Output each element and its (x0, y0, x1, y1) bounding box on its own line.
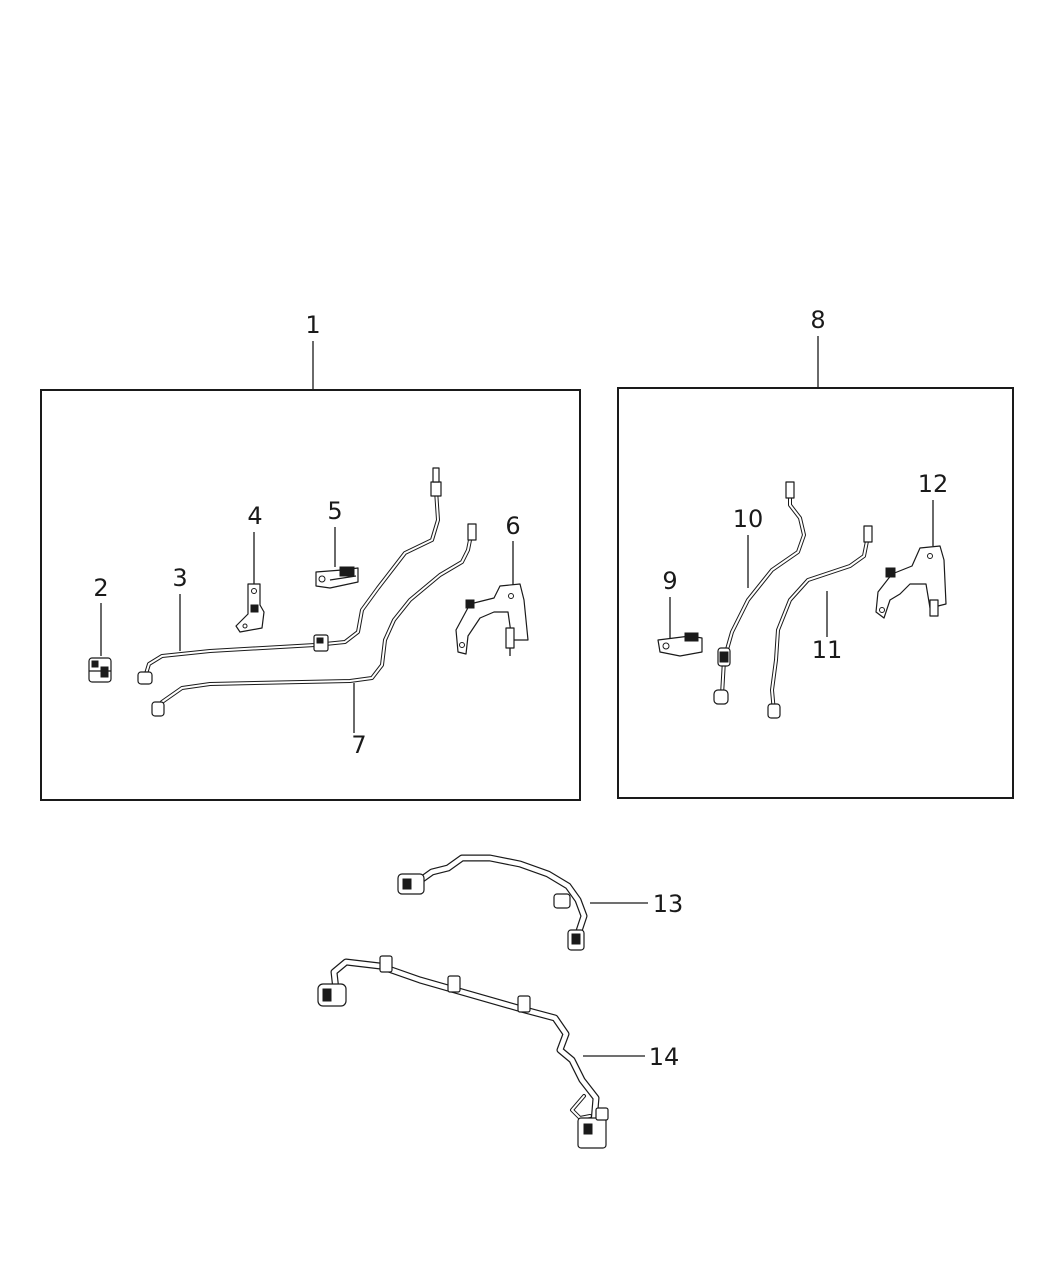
part-2-clip (88, 657, 112, 683)
callout-9: 9 (662, 567, 677, 595)
leader-lines (100, 336, 934, 1057)
callout-5: 5 (327, 497, 342, 525)
callout-10: 10 (733, 505, 764, 533)
callout-2: 2 (93, 574, 108, 602)
part-3-tube (137, 467, 442, 685)
part-4-bracket (235, 583, 265, 633)
part-13-harness (397, 854, 588, 951)
part-12-bracket (875, 545, 947, 619)
part-9-clip (657, 632, 703, 657)
callout-7: 7 (351, 731, 366, 759)
callout-1: 1 (305, 311, 320, 339)
part-10-tube (713, 481, 806, 705)
callout-3: 3 (172, 564, 187, 592)
callout-8: 8 (810, 306, 825, 334)
part-14-harness (317, 955, 609, 1149)
group-8-frame (617, 387, 1014, 799)
callout-12: 12 (918, 470, 949, 498)
part-5-bracket (315, 566, 359, 589)
part-11-tube (767, 525, 873, 719)
callout-14: 14 (649, 1043, 680, 1071)
callout-4: 4 (247, 502, 262, 530)
callout-11: 11 (812, 636, 843, 664)
part-7-tube (151, 523, 477, 717)
callout-6: 6 (505, 512, 520, 540)
part-6-bracket (455, 583, 529, 656)
group-1-frame (40, 389, 581, 801)
callout-13: 13 (653, 890, 684, 918)
